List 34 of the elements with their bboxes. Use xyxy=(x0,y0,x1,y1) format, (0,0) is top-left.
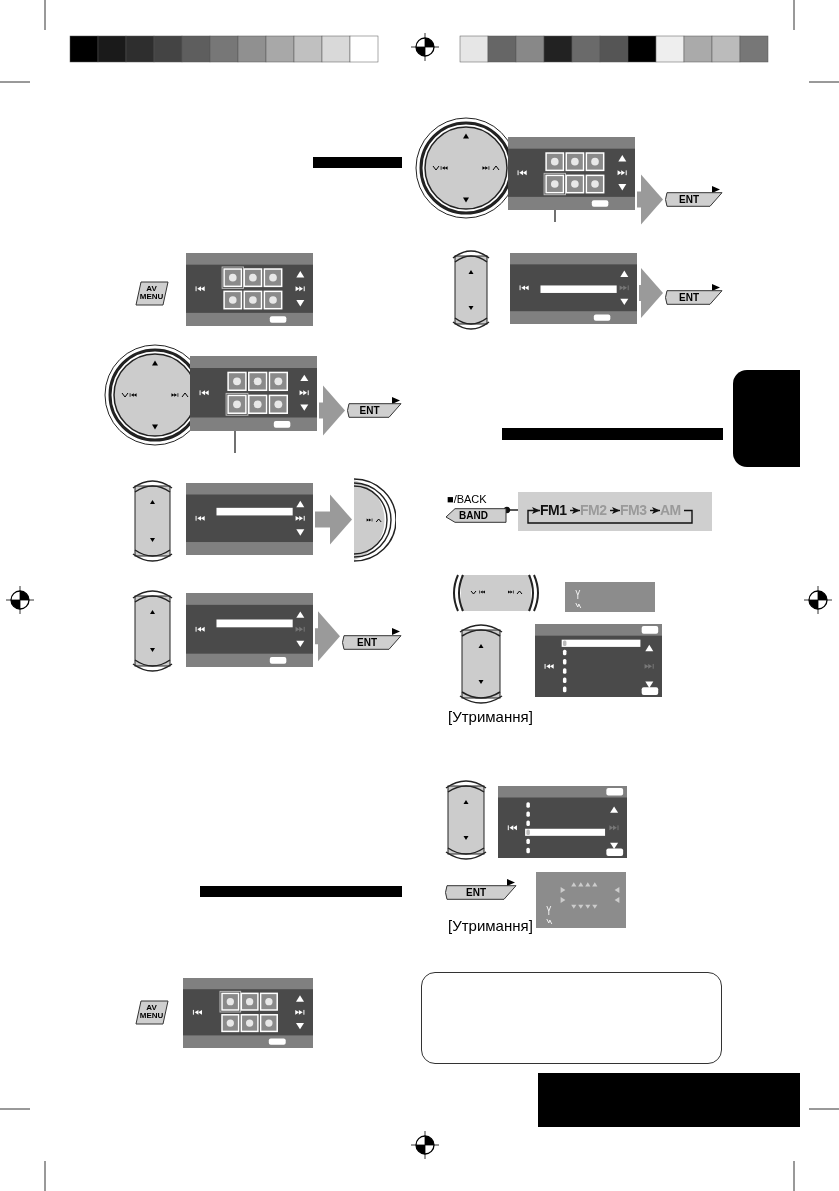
setting-screen-drawing xyxy=(510,253,637,324)
enter-button: ENT xyxy=(443,885,517,900)
leader-line xyxy=(554,209,556,223)
band-panel xyxy=(518,492,712,531)
hold-note: [Утримання] xyxy=(448,708,533,725)
arrow xyxy=(527,507,693,524)
enter-button: ENT xyxy=(345,403,402,418)
arrow xyxy=(649,507,661,514)
block-arrow xyxy=(637,174,663,225)
block-arrow xyxy=(315,494,352,545)
enter-button: ENT xyxy=(340,635,402,650)
block-arrow xyxy=(315,611,340,662)
setting-screen-drawing xyxy=(186,483,313,555)
band-button: BAND xyxy=(445,508,507,523)
enter-button: ENT xyxy=(663,192,723,207)
band-name: FM1 xyxy=(540,502,570,519)
av-menu-button: AV MENU xyxy=(135,1000,169,1025)
control-dial-drawing xyxy=(352,478,396,562)
enter-button: ENT xyxy=(663,290,723,305)
note-box xyxy=(421,972,722,1064)
leader-line xyxy=(234,430,236,454)
hold-note: [Утримання] xyxy=(448,917,533,934)
button-caption: ■/BACK xyxy=(447,493,487,505)
menu-screen-drawing xyxy=(508,137,635,210)
arrow xyxy=(569,507,581,514)
setting-screen-drawing xyxy=(186,593,313,667)
block-arrow xyxy=(639,268,663,318)
side-tab xyxy=(733,370,800,467)
av-menu-button: AV MENU xyxy=(135,281,169,306)
connector-line xyxy=(503,506,519,514)
menu-screen-drawing xyxy=(190,356,317,431)
section-box xyxy=(538,1073,800,1127)
block-arrow xyxy=(319,385,345,436)
arrow xyxy=(609,507,621,514)
